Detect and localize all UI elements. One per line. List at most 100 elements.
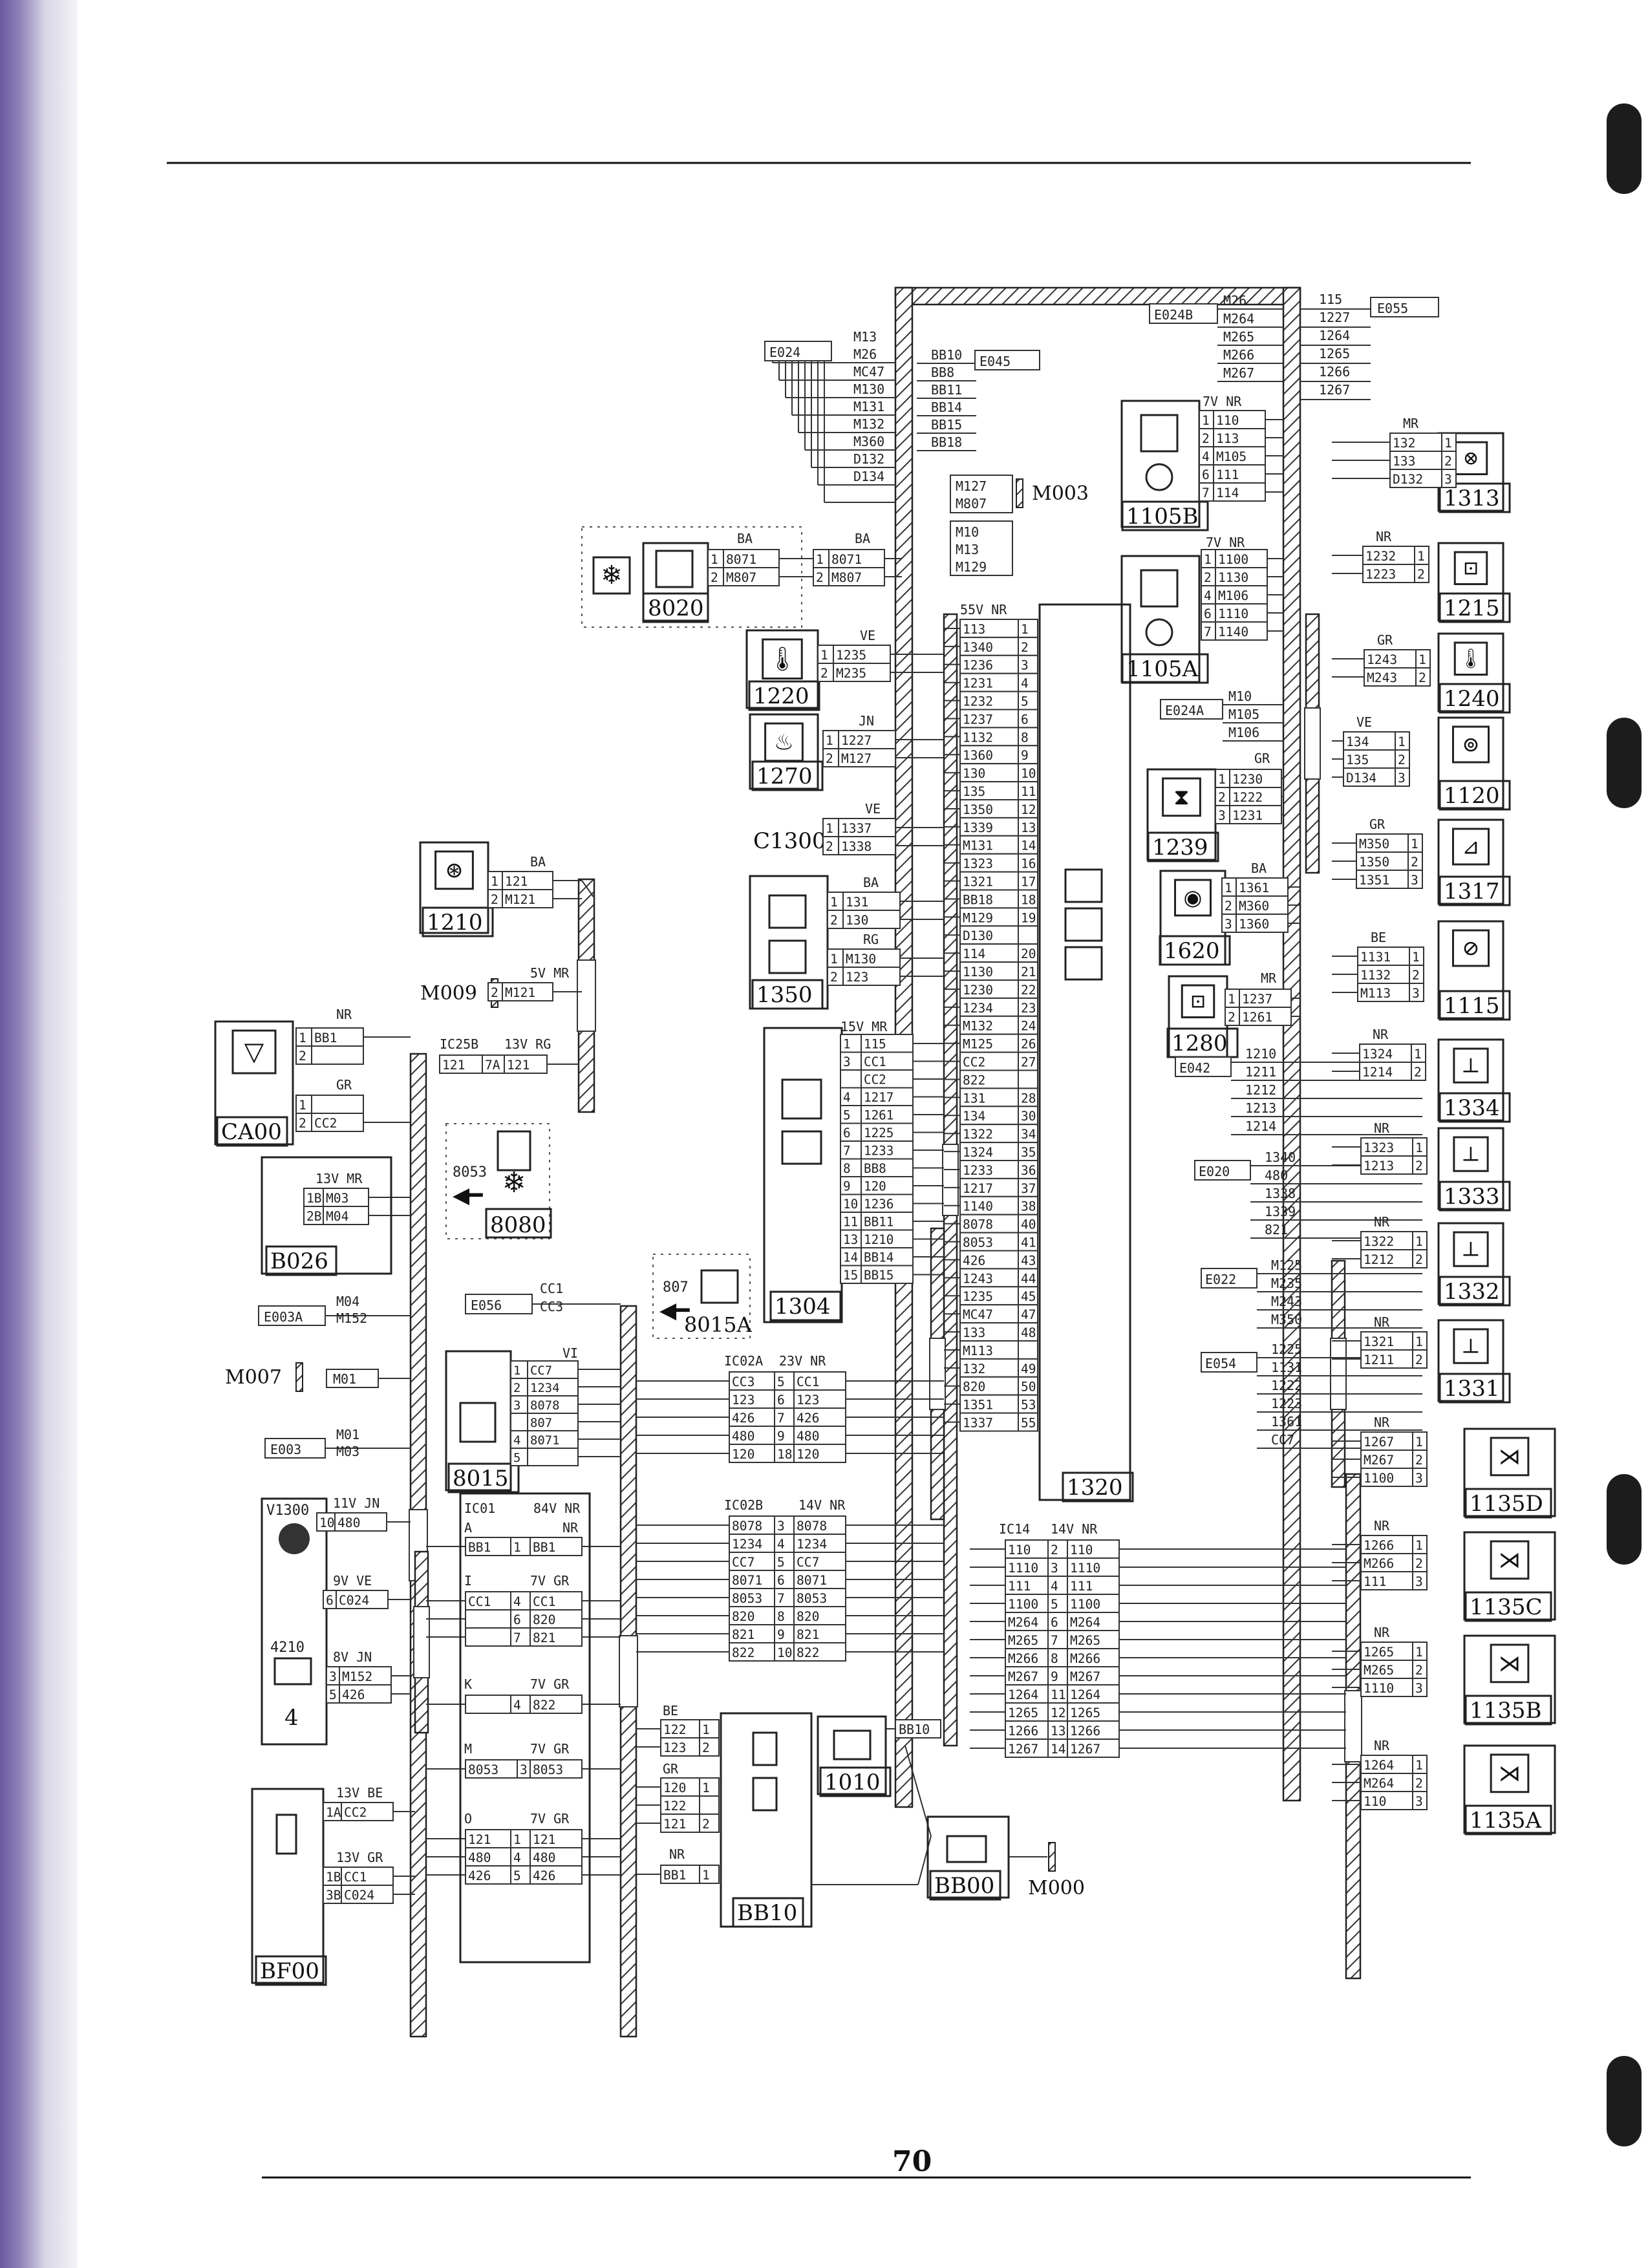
connector-cell [729,1515,775,1535]
component-id: 8020 [648,595,704,621]
connector-color: BE [663,1703,678,1718]
book-page-edge [0,0,78,2268]
connector-cell [1215,621,1268,641]
harness-right-mot-upper: 20 MOT [1304,613,1321,874]
connector-cell [1005,1612,1049,1631]
ground-m009: M009 [420,978,498,1008]
connector-pin: 36 [1021,1163,1036,1178]
component-id: 8080 [490,1212,546,1238]
connector-name: IC02A [724,1353,763,1369]
heated-oxygen-icon: ⋊ [1499,1760,1521,1786]
connector-color: 9V VE [333,1573,372,1589]
connector-wire: D134 [853,469,884,484]
component-id: 1313 [1444,486,1500,511]
injector-icon [781,1130,822,1165]
connector-cell [1018,1340,1038,1360]
connector-wire: M04 [336,1294,359,1309]
connector-pin: 6 [326,1593,334,1608]
connector-wire: 1225 [1271,1342,1302,1357]
connector-pin: 14 [1021,839,1036,853]
connector-pin: 2 [702,1817,710,1832]
connector-pin: 1233 [963,1163,993,1178]
connector-pin: 1 [1202,413,1210,428]
injector-icon: ⊥ [1461,1335,1480,1358]
connector-sub: K [464,1676,472,1692]
connector-pin: D132 [1393,472,1423,487]
harness-right-mot-c: 22 MOT/C [1344,1473,1362,1980]
connector-pin: 3 [520,1762,528,1777]
connector-pin: 1100 [1070,1597,1100,1612]
connector-cell [1360,1331,1413,1351]
connector-m003a [950,475,1013,513]
connector-name: E024 [769,345,800,360]
connector-pin: 134 [963,1109,985,1124]
component-id: 1135B [1470,1698,1542,1724]
connector-wire: M243 [1271,1294,1302,1309]
connector-pin: 1217 [963,1181,993,1196]
connector-cell [840,1122,862,1142]
connector-color: JN [859,713,874,729]
connector-pin: 2 [1398,753,1406,767]
component-id-frame [732,1897,804,1928]
connector-pin: 3 [1415,1794,1423,1809]
connector-cell [1356,851,1409,871]
connector-pin: 14 [843,1250,858,1265]
connector-color: MR [1261,970,1277,986]
connector-cell [861,1034,914,1053]
component-id-frame [819,1766,892,1797]
component-frame [763,1027,843,1323]
connector-cell [1236,895,1289,915]
connector-cell [530,1609,583,1629]
connector-pin: 132 [963,1362,985,1376]
connector-pin: M266 [1364,1556,1394,1571]
connector-wire: 1338 [1265,1186,1296,1201]
connector-wire: M132 [853,416,884,432]
component-id: 8015A [684,1312,752,1337]
fuel-pump-icon: ⊛ [445,857,464,883]
ground- [1048,1842,1056,1872]
connector-pin: 2 [830,970,838,985]
component-frame [1463,1744,1556,1834]
connector-cell [465,1609,511,1629]
connector-cell [729,1371,775,1391]
connector-pin: 12 [1021,802,1036,817]
connector-pin: 4 [513,1594,521,1609]
connector-pin: 1110 [1218,606,1248,621]
connector-cell [1005,1594,1049,1613]
connector-pin: CC7 [530,1364,552,1378]
speed-sensor-icon [1174,879,1212,917]
connector-pin: 123 [732,1393,754,1407]
heated-oxygen-icon: ⋊ [1499,1651,1521,1676]
connector-pin: 131 [963,1091,985,1106]
connector-cell [1364,667,1417,687]
ground-id: M009 [420,982,477,1005]
connector-pin: 5 [513,1868,521,1883]
component-1220: 🌡1220 [745,629,820,711]
connector-cell [530,1627,583,1647]
connector-color: 14V NR [798,1497,846,1513]
component-id-frame [265,1245,337,1276]
component-id-frame [1062,1471,1134,1503]
connector-pin: 121 [663,1817,686,1832]
connector-pin: 5 [1021,694,1029,709]
connector-cell [510,1395,528,1414]
connector-pin: M125 [963,1037,993,1052]
component-frame [1437,632,1504,712]
connector-1010 [895,1719,941,1738]
component-id: 1270 [756,764,813,789]
connector-pin: M267 [1364,1453,1394,1468]
connector-pin: 7A [485,1058,500,1073]
connector-e003 [264,1438,326,1459]
connector-pin: 135 [1346,753,1369,767]
connector-cell [339,1666,392,1685]
